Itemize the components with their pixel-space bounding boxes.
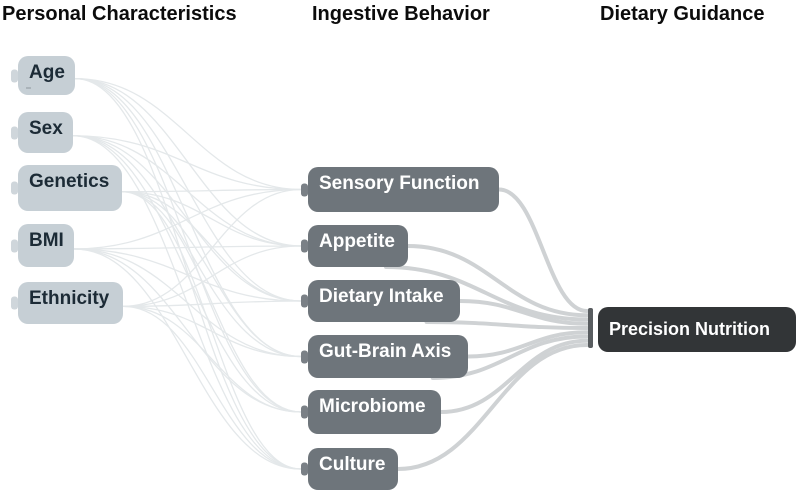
connection-line-thick [458, 299, 589, 326]
connection-line-thin [74, 77, 302, 247]
node-age[interactable]: Age [11, 56, 75, 95]
node-label: Culture [319, 454, 386, 475]
node-ethnicity[interactable]: Ethnicity [11, 282, 123, 324]
node-dietary-intake[interactable]: Dietary Intake [301, 280, 460, 322]
connector-handle-icon[interactable] [11, 126, 18, 139]
connector-handle-icon[interactable] [301, 294, 308, 308]
column-header-personal-characteristics: Personal Characteristics [2, 3, 237, 25]
column-header-ingestive-behavior: Ingestive Behavior [312, 3, 490, 25]
connection-line-thick [396, 343, 589, 471]
connector-handle-icon[interactable] [11, 69, 18, 82]
node-label: Dietary Intake [319, 286, 444, 307]
node-microbiome[interactable]: Microbiome [301, 390, 441, 434]
connection-line-thin [72, 135, 302, 358]
node-precision-nutrition[interactable]: Precision Nutrition [598, 307, 796, 352]
connection-line-thick [466, 330, 589, 359]
node-gut-brain-axis[interactable]: Gut-Brain Axis [301, 335, 468, 378]
connection-line-thin [121, 188, 302, 193]
connector-handle-icon[interactable] [301, 462, 308, 476]
node-label: Ethnicity [29, 288, 110, 309]
connection-line-thin [122, 305, 302, 358]
connection-line-thin [121, 191, 302, 247]
node-label: Appetite [319, 231, 395, 252]
connection-line-thin [72, 135, 302, 191]
connection-line-thick [497, 187, 589, 313]
node-sex[interactable]: Sex [11, 112, 73, 153]
node-label: BMI [29, 230, 64, 251]
connection-line-thin [74, 77, 302, 302]
connection-line-thin [122, 245, 302, 308]
connection-line-thin [121, 191, 302, 470]
node-genetics[interactable]: Genetics [11, 165, 122, 211]
connection-line-thin [74, 77, 302, 413]
connection-line-thin [72, 135, 302, 413]
small-dash-mark [26, 87, 31, 89]
connector-handle-icon[interactable] [11, 296, 18, 310]
connection-line-thick [384, 265, 589, 322]
connection-line-thin [73, 188, 302, 250]
node-label: Gut-Brain Axis [319, 341, 452, 362]
connector-handle-icon[interactable] [11, 181, 18, 195]
connector-handle-icon[interactable] [301, 239, 308, 253]
node-sensory-function[interactable]: Sensory Function [301, 167, 499, 212]
node-label: Genetics [29, 171, 110, 192]
connection-line-thin [122, 305, 302, 470]
connection-line-thick [406, 244, 589, 318]
node-label: Sex [29, 118, 63, 139]
connector-handle-icon[interactable] [301, 183, 308, 196]
connection-line-thin [74, 77, 302, 191]
connection-line-thin [122, 305, 302, 413]
connector-handle-icon[interactable] [301, 405, 308, 419]
connection-line-thin [122, 188, 302, 308]
connector-handle-icon[interactable] [301, 350, 308, 363]
connection-line-thin [121, 191, 302, 358]
connection-line-thin [73, 248, 302, 470]
connection-line-thin [73, 248, 302, 358]
connection-line-thick [424, 320, 589, 330]
node-culture[interactable]: Culture [301, 448, 398, 490]
connection-line-thin [73, 245, 302, 250]
connector-handle-icon[interactable] [11, 239, 18, 252]
node-appetite[interactable]: Appetite [301, 225, 408, 267]
node-label: Age [29, 62, 65, 83]
connection-line-thick [439, 338, 589, 414]
node-label: Microbiome [319, 396, 426, 417]
node-label: Precision Nutrition [609, 319, 771, 340]
merge-connector-bar[interactable] [588, 308, 593, 348]
connection-line-thin [121, 191, 302, 413]
node-bmi[interactable]: BMI [11, 224, 74, 267]
column-header-dietary-guidance: Dietary Guidance [600, 3, 765, 25]
node-label: Sensory Function [319, 173, 480, 194]
connection-line-thin [122, 300, 302, 308]
